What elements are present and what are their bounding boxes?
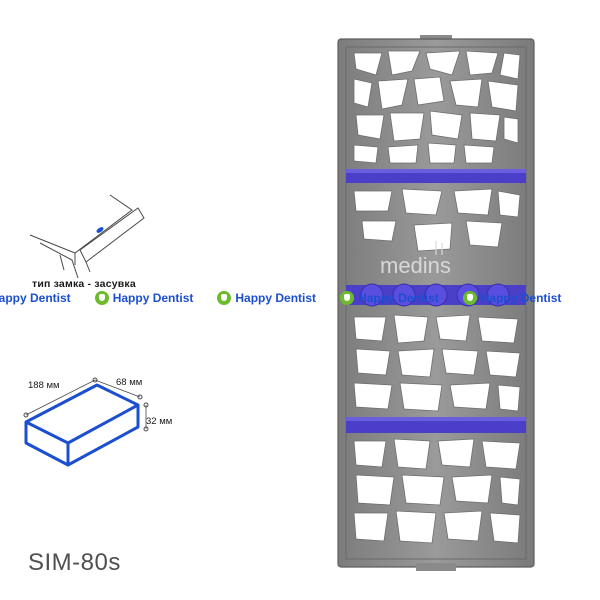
watermark: Happy Dentist bbox=[217, 291, 316, 305]
tooth-logo-icon bbox=[217, 291, 232, 305]
tray-mesh-bottom bbox=[353, 438, 521, 544]
tooth-logo-icon bbox=[94, 291, 109, 305]
model-name: SIM-80s bbox=[28, 549, 121, 576]
tray-brand-logo: medins bbox=[380, 253, 451, 278]
tray-mesh-lower bbox=[353, 314, 521, 412]
tray-mesh-mid-upper bbox=[353, 188, 521, 252]
box-height-label: 32 мм bbox=[146, 416, 173, 427]
lock-illustration bbox=[29, 194, 145, 279]
watermark: Happy Dentist bbox=[0, 291, 71, 305]
box-dimensions-illustration bbox=[23, 377, 149, 467]
watermark: Happy Dentist bbox=[94, 291, 193, 305]
instrument-tray: medins bbox=[337, 35, 535, 571]
box-length-label: 188 мм bbox=[28, 380, 60, 391]
box-width-label: 68 мм bbox=[116, 377, 143, 388]
lock-type-caption: тип замка - засувка bbox=[32, 278, 136, 290]
tray-lid-tab bbox=[420, 35, 452, 41]
tray-mesh-upper bbox=[353, 50, 521, 164]
